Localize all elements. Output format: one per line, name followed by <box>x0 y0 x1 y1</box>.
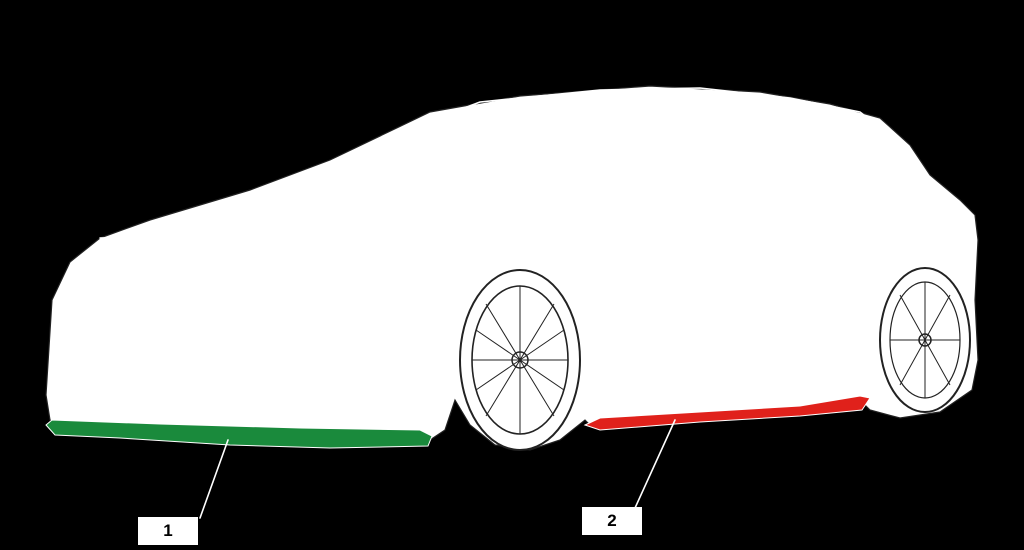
door-line-rear <box>854 189 881 301</box>
hood-line <box>99 184 591 239</box>
part-2-number: 2 <box>607 511 617 530</box>
leader-line-1 <box>199 439 229 519</box>
headlight-element-4 <box>359 254 371 264</box>
part-2-side-skirt[interactable] <box>583 395 871 431</box>
rear-door-window <box>747 101 863 189</box>
emblem <box>118 268 152 302</box>
part-1-number: 1 <box>163 521 173 540</box>
rear-door-handle <box>857 208 889 217</box>
headlight-element-3 <box>339 257 351 267</box>
part-2-label[interactable]: 2 <box>582 507 642 535</box>
rear-quarter-window <box>857 139 893 187</box>
front-door-window <box>599 99 743 189</box>
front-bumper-line <box>59 404 446 421</box>
part-1-front-lip[interactable] <box>45 419 433 449</box>
grille-mesh <box>99 269 221 376</box>
headlight-element-2 <box>319 259 331 269</box>
side-mirror <box>621 149 713 216</box>
hood-crease <box>159 177 461 233</box>
headlight-element-1 <box>299 261 311 271</box>
spindle-grille <box>64 257 241 401</box>
part-1-label[interactable]: 1 <box>138 517 198 545</box>
rear-wheel <box>879 267 971 413</box>
front-door-handle <box>731 218 769 227</box>
door-line-middle <box>744 189 773 389</box>
leader-line-2 <box>634 419 676 509</box>
intake-mesh <box>294 324 356 387</box>
lower-intake <box>274 311 376 399</box>
license-plate <box>103 333 165 381</box>
door-line-front <box>599 189 616 391</box>
front-wheel <box>459 269 581 451</box>
rocker-line <box>599 377 871 396</box>
car-body <box>45 85 979 451</box>
headlight <box>239 237 421 276</box>
